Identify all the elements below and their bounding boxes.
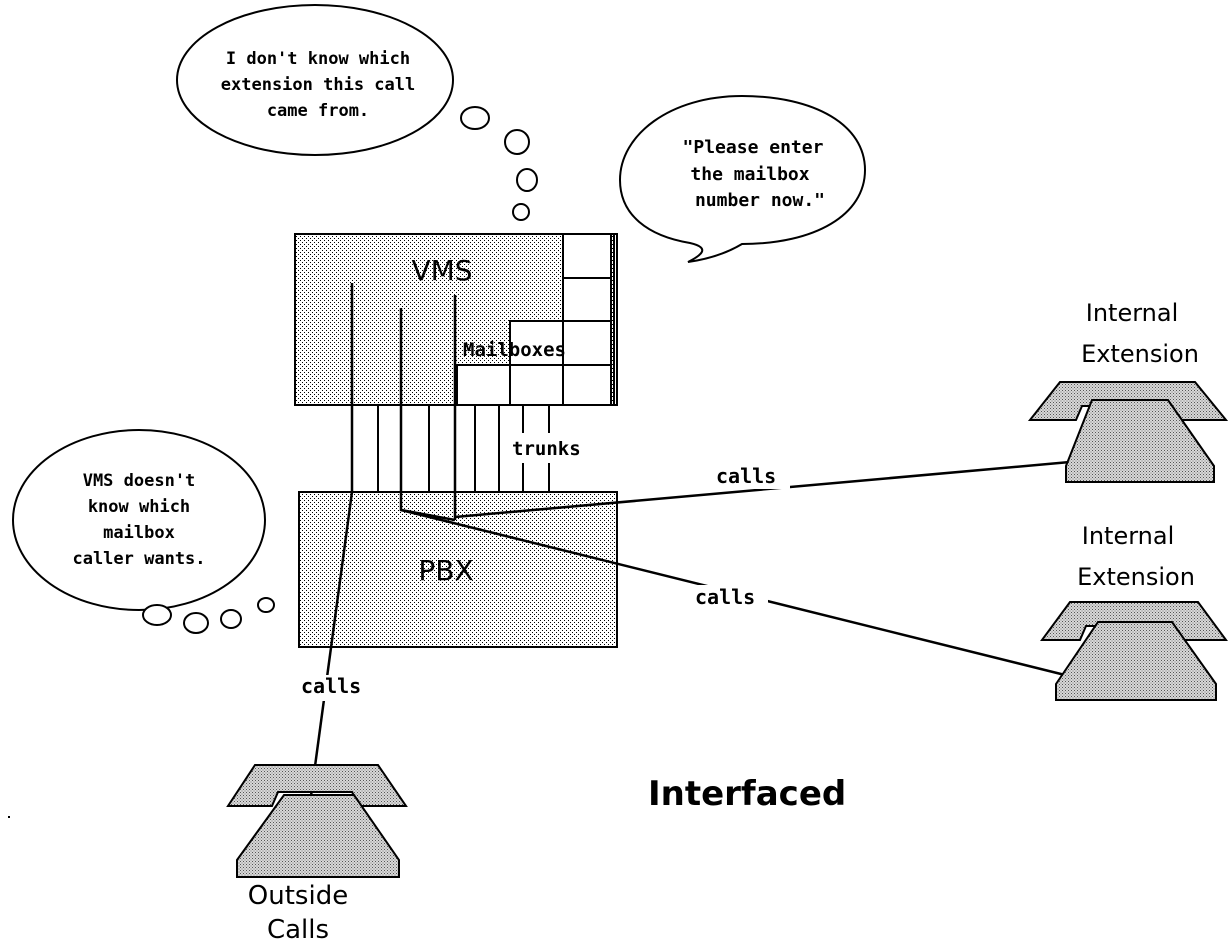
vms-speech-line-3: number now.": [695, 190, 825, 211]
trunks-label: trunks: [512, 438, 581, 460]
outside-calls-label-1: Outside: [248, 881, 348, 911]
internal-extension-phone-icon-bottom: [1042, 602, 1226, 700]
scan-speck: [8, 816, 10, 818]
vms-speech-line-2: the mailbox: [690, 164, 809, 185]
vms-thought-line-2: extension this call: [221, 75, 415, 95]
vms-label: VMS: [411, 254, 472, 287]
calls-label-bottom: calls: [301, 674, 361, 698]
pbx-label: PBX: [418, 554, 473, 587]
calls-label-middle: calls: [695, 585, 755, 609]
pbx-box: PBX: [299, 492, 617, 647]
internal-extension-label-top-1: Internal: [1086, 299, 1179, 327]
internal-extension-phone-icon-top: [1030, 382, 1226, 482]
outside-calls-phone-icon: [228, 765, 406, 877]
pbx-thought-line-4: caller wants.: [72, 549, 205, 569]
calls-label-top: calls: [716, 464, 776, 488]
pbx-thought-line-3: mailbox: [103, 523, 175, 543]
internal-extension-label-bottom-2: Extension: [1077, 563, 1195, 591]
internal-extension-label-bottom-1: Internal: [1082, 522, 1175, 550]
vms-thought-line-1: I don't know which: [226, 49, 410, 69]
diagram-title: Interfaced: [648, 774, 846, 814]
outside-calls-label-2: Calls: [267, 915, 329, 945]
internal-extension-label-top-2: Extension: [1081, 340, 1199, 368]
vms-speech-line-1: "Please enter: [683, 137, 824, 158]
pbx-thought-line-2: know which: [88, 497, 190, 517]
mailboxes-label: Mailboxes: [463, 339, 566, 361]
vms-thought-line-3: came from.: [267, 101, 369, 121]
pbx-thought-line-1: VMS doesn't: [83, 471, 196, 491]
